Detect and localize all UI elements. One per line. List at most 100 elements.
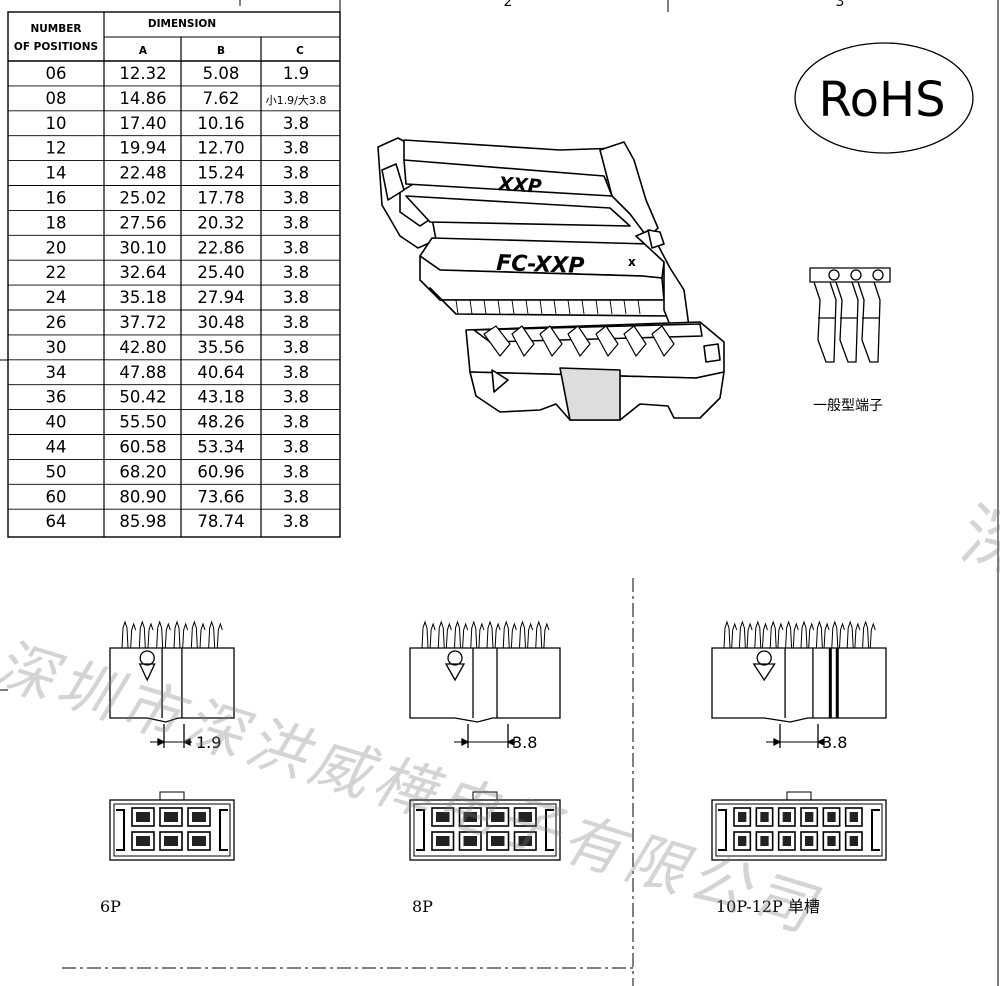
table-cell-position: 20 [46,238,67,257]
table-cell-dim-c: 3.8 [283,114,309,133]
table-cell-dim-b: 73.66 [197,487,244,506]
table-cell-dim-c: 3.8 [283,288,309,307]
table-cell-dim-a: 35.18 [119,288,166,307]
table-cell-position: 64 [46,512,67,531]
table-cell-dim-b: 60.96 [197,462,244,481]
table-cell-dim-a: 30.10 [119,238,166,257]
table-cell-position: 30 [46,338,67,357]
table-cell-position: 14 [46,164,67,183]
cover-marking: XXP [497,173,543,198]
table-cell-dim-c: 3.8 [283,213,309,232]
table-cell-dim-a: 68.20 [119,462,166,481]
view-6p [109,620,235,861]
table-cell-dim-a: 60.58 [119,438,166,457]
view-10p [711,620,887,861]
table-cell-dim-b: 30.48 [197,313,244,332]
table-cell-dim-a: 22.48 [119,164,166,183]
body-marking: FC-XXP [496,251,585,279]
table-cell-dim-a: 19.94 [119,139,166,158]
header-dimension: DIMENSION [148,18,216,30]
dim-label-8p: 3.8 [512,733,537,752]
table-cell-dim-a: 85.98 [119,512,166,531]
table-cell-dim-a: 37.72 [119,313,166,332]
table-cell-dim-a: 80.90 [119,487,166,506]
table-cell-dim-b: 78.74 [197,512,244,531]
table-cell-dim-a: 42.80 [119,338,166,357]
table-cell-dim-b: 17.78 [197,189,244,208]
rohs-badge: RoHS [794,42,974,154]
table-cell-dim-c: 3.8 [283,438,309,457]
table-cell-dim-c: 3.8 [283,189,309,208]
table-cell-dim-c: 1.9 [283,64,309,83]
small-mark: x [628,255,636,269]
table-cell-dim-c: 3.8 [283,388,309,407]
table-cell-dim-b: 25.40 [197,263,244,282]
table-border [7,11,341,538]
table-cell-dim-b: 20.32 [197,213,244,232]
table-cell-dim-c: 3.8 [283,313,309,332]
table-cell-dim-b: 40.64 [197,363,244,382]
table-cell-dim-c: 3.8 [283,363,309,382]
terminal-caption: 一般型端子 [813,398,883,414]
table-cell-dim-c: 小1.9/大3.8 [266,93,327,107]
header-col-c: C [296,45,304,57]
table-cell-dim-a: 50.42 [119,388,166,407]
table-cell-dim-a: 14.86 [119,89,166,108]
table-cell-dim-b: 12.70 [197,139,244,158]
table-cell-position: 60 [46,487,67,506]
table-cell-dim-c: 3.8 [283,338,309,357]
view-caption-10p: 10P-12P 单槽 [716,897,820,916]
table-cell-dim-c: 3.8 [283,263,309,282]
table-cell-dim-a: 32.64 [119,263,166,282]
table-cell-position: 12 [46,139,67,158]
table-cell-dim-b: 53.34 [197,438,244,457]
table-cell-dim-b: 35.56 [197,338,244,357]
table-cell-dim-a: 47.88 [119,363,166,382]
connector-3d-illustration [377,137,725,421]
table-cell-dim-b: 15.24 [197,164,244,183]
table-cell-dim-c: 3.8 [283,487,309,506]
table-cell-dim-b: 27.94 [197,288,244,307]
terminal-drawing [809,267,891,363]
view-8p [409,620,561,861]
table-cell-dim-c: 3.8 [283,413,309,432]
table-cell-dim-c: 3.8 [283,462,309,481]
header-number: NUMBER [30,23,81,35]
table-cell-position: 16 [46,189,67,208]
dim-label-6p: 1.9 [196,733,221,752]
table-cell-dim-b: 7.62 [203,89,240,108]
table-cell-position: 50 [46,462,67,481]
table-cell-dim-b: 5.08 [203,64,240,83]
view-caption-8p: 8P [412,897,433,916]
table-cell-dim-a: 17.40 [119,114,166,133]
table-cell-dim-b: 43.18 [197,388,244,407]
table-cell-dim-b: 22.86 [197,238,244,257]
view-separator [62,578,634,986]
header-col-b: B [217,45,225,57]
table-cell-dim-a: 55.50 [119,413,166,432]
table-cell-dim-c: 3.8 [283,238,309,257]
table-cell-dim-a: 25.02 [119,189,166,208]
table-cell-dim-c: 3.8 [283,512,309,531]
rohs-label: RoHS [818,72,945,128]
table-cell-position: 10 [46,114,67,133]
zone-marker-2: 2 [504,0,513,10]
header-of-positions: OF POSITIONS [14,41,98,53]
table-cell-dim-c: 3.8 [283,164,309,183]
table-cell-position: 08 [46,89,67,108]
dim-label-10p: 3.8 [822,733,847,752]
table-cell-dim-b: 48.26 [197,413,244,432]
table-cell-position: 40 [46,413,67,432]
table-cell-position: 24 [46,288,67,307]
table-cell-dim-a: 27.56 [119,213,166,232]
view-caption-6p: 6P [100,897,121,916]
table-cell-position: 36 [46,388,67,407]
table-cell-position: 26 [46,313,67,332]
header-col-a: A [139,45,148,57]
table-cell-dim-c: 3.8 [283,139,309,158]
table-cell-position: 18 [46,213,67,232]
